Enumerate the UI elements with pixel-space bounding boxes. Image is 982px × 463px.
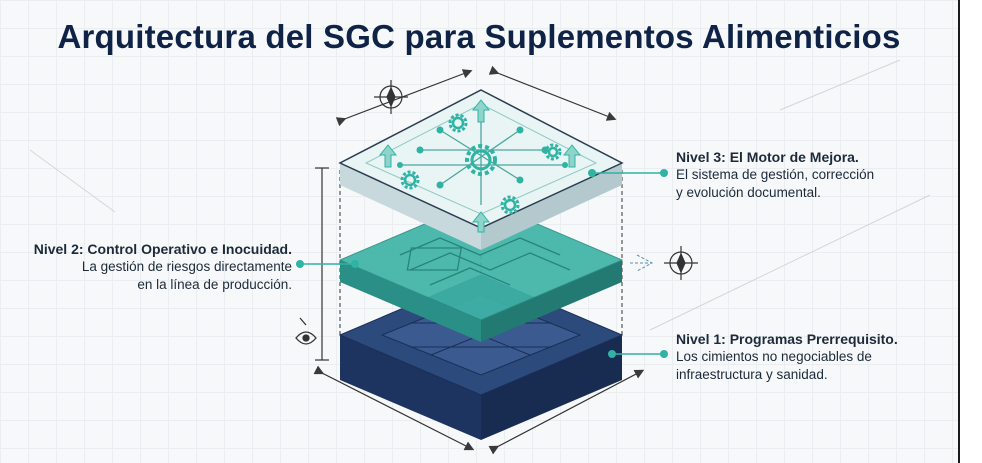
eye-icon [295, 317, 317, 345]
page-title: Arquitectura del SGC para Suplementos Al… [57, 18, 901, 55]
level-2-desc-line1: La gestión de riesgos directamente [81, 259, 292, 274]
connector-level-2 [296, 260, 359, 268]
level-3-desc-line2: y evolución documental. [676, 185, 821, 200]
level-1-label: Nivel 1: Programas Prerrequisito. Los ci… [676, 330, 898, 384]
compass-icon [374, 80, 408, 114]
connector-level-1 [608, 350, 668, 358]
level-3-label: Nivel 3: El Motor de Mejora. El sistema … [676, 148, 874, 202]
dimension-arrows [313, 65, 645, 455]
level-1-desc-line1: Los cimientos no negociables de [676, 349, 872, 364]
slide-frame: Arquitectura del SGC para Suplementos Al… [0, 0, 960, 463]
connector-level-3 [588, 169, 668, 177]
level-1-desc-line2: infraestructura y sanidad. [676, 367, 828, 382]
level-3-heading: Nivel 3: El Motor de Mejora. [676, 149, 859, 165]
level-2-label: Nivel 2: Control Operativo e Inocuidad. … [20, 240, 292, 294]
arrow-up-icon [378, 99, 582, 233]
background-lines [29, 59, 931, 331]
dashed-arrow [630, 254, 654, 272]
level-3-desc-line1: El sistema de gestión, corrección [676, 167, 875, 182]
level-1-heading: Nivel 1: Programas Prerrequisito. [676, 331, 898, 347]
level-2-heading: Nivel 2: Control Operativo e Inocuidad. [33, 241, 292, 257]
level-2-plate [338, 199, 624, 342]
architecture-diagram [29, 59, 931, 455]
compass-icon [664, 246, 698, 280]
gear-icon [465, 144, 497, 176]
level-2-desc-line2: en la línea de producción. [137, 277, 292, 292]
